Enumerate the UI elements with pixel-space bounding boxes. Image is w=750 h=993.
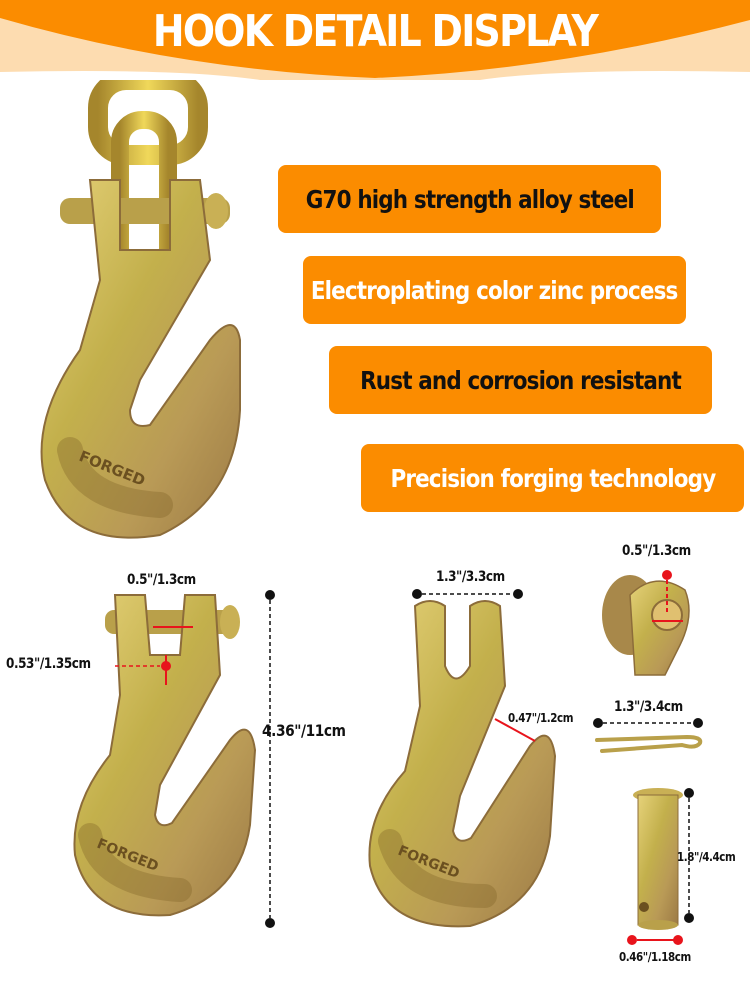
banner-wave-shape [0,0,750,80]
hook-with-chain-image: FORGED [40,80,241,539]
dim-cotter-pin-length: 1.3"/3.4cm [614,699,683,715]
dim-pin-hole: 0.53"/1.35cm [6,656,91,672]
dim-clevis-width: 0.5"/1.3cm [127,572,196,588]
dim-top-width: 1.3"/3.3cm [436,569,505,585]
dim-clevis-pin-diameter: 0.46"/1.18cm [619,950,691,964]
feature-badge-forging: Precision forging technology [361,444,744,512]
page-title: HOOK DETAIL DISPLAY [152,6,599,57]
feature-badge-steel: G70 high strength alloy steel [278,165,661,233]
feature-badge-electroplating: Electroplating color zinc process [303,256,686,324]
cotter-pin-image [593,718,703,753]
clevis-closeup-image [602,570,690,676]
top-width-measure [412,589,523,599]
feature-badge-rust-resistant: Rust and corrosion resistant [329,346,712,414]
hook-front-view-image: FORGED [368,600,557,928]
dim-overall-length: 4.36"/11cm [262,721,346,740]
dim-throat-opening: 0.47"/1.2cm [508,711,574,725]
overall-length-measure [265,590,275,928]
header-banner: HOOK DETAIL DISPLAY [0,0,750,80]
dim-hole-diameter: 0.5"/1.3cm [622,543,691,559]
hook-side-view-image: FORGED [73,594,257,917]
clevis-pin-image [627,788,694,945]
dim-clevis-pin-length: 1.8"/4.4cm [677,850,736,864]
